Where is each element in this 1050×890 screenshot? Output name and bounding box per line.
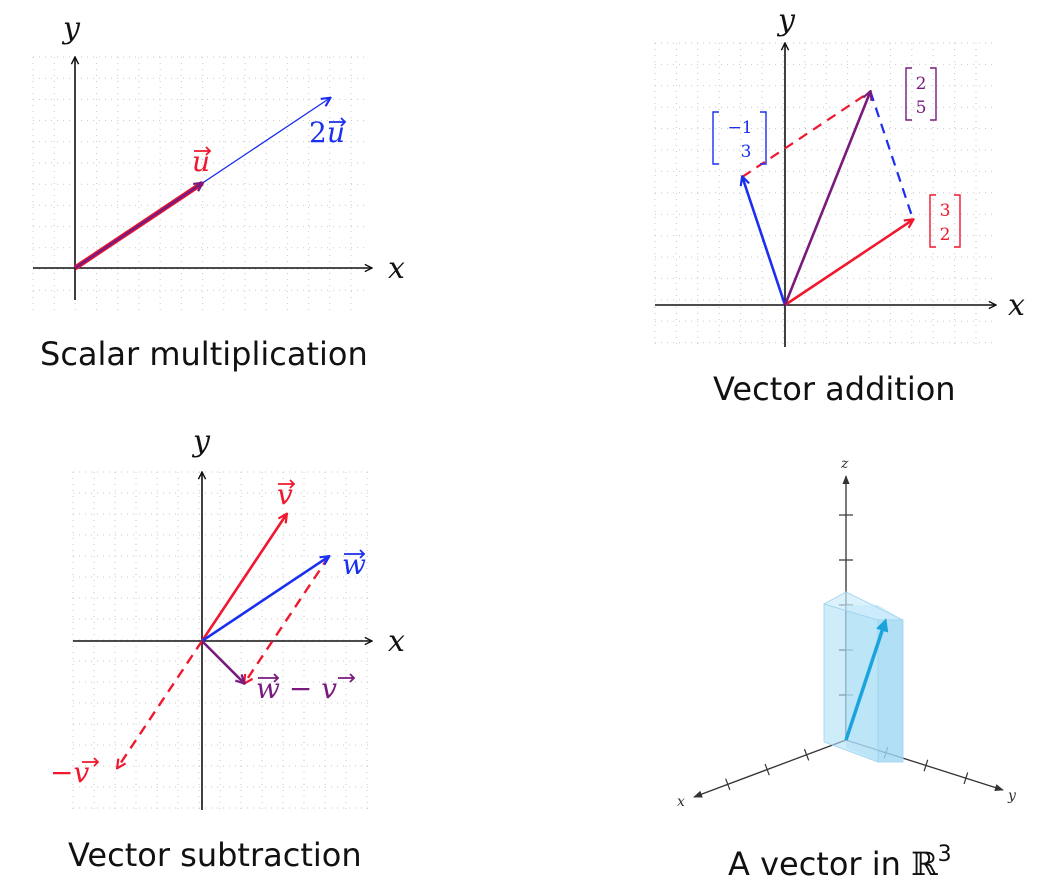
axis-tick [725,778,731,791]
x-axis-3d [693,739,847,798]
arrow-accent-v [278,479,296,489]
arrow-accent-negative-v [82,757,100,767]
vector-v [200,514,287,642]
axis-tick [764,763,770,776]
y-axis-label-addition: y [776,3,796,38]
bracket-left [929,194,936,248]
vector-minus1-3 [742,177,787,306]
vector-w [201,556,329,643]
vector-subtraction-panel: x y v w −v w − v Vector subtraction [50,424,405,874]
bracket-left [905,67,912,121]
box-side-face [877,619,904,763]
label-negative-v: −v [50,756,100,789]
matrix-top: 3 [940,201,951,221]
label-2u-prefix: 2 [309,116,327,149]
label-v: v [277,478,296,511]
arrow-accent-2u [329,117,347,127]
box-front-face [823,603,879,763]
axis-tick [803,748,810,761]
arrow-accent-u [194,146,212,156]
label-u: u [192,145,212,178]
axis-tick [963,772,969,785]
bracket-right [954,194,961,248]
vector-sum-2-5 [783,92,870,306]
label-v-text: v [277,478,293,511]
vector-addition-panel: x y −1 3 2 5 3 2 Vector addition [654,3,1025,408]
x-axis-label-addition: x [1008,288,1025,323]
matrix-bottom: 3 [741,142,752,162]
arrow-accent-w [258,673,280,683]
matrix-bottom: 5 [916,98,927,118]
label-negative-v-text: −v [50,756,89,789]
y-axis-label-3d: y [1007,788,1017,804]
matrix-top: 2 [916,74,927,94]
z-axis-label-3d: z [840,456,849,472]
label-w-minus-v: w − v [256,672,356,705]
y-axis-label-scalar: y [61,11,81,46]
vector-w-minus-v [201,640,244,683]
matrix-label-minus1-3: −1 3 [712,111,767,165]
arrow-accent-w [344,549,366,559]
scalar-multiplication-panel: x y u 2 u Scalar multiplication [32,11,405,373]
vector-negative-v [117,640,203,768]
r3-vector-panel: z x y A vector in ℝ3 [677,456,1017,883]
caption-r3: A vector in ℝ3 [728,842,952,883]
label-u-text: u [192,145,210,178]
grid-addition [654,42,996,347]
x-axis-label-scalar: x [388,251,405,286]
matrix-label-3-2: 3 2 [929,194,961,248]
caption-r3-exponent: 3 [938,842,952,867]
label-w-minus-v-text: w − v [256,672,337,705]
vector-u [74,183,203,270]
label-2u-text: u [327,116,345,149]
label-2u: 2 u [309,116,347,149]
y-axis-label-subtraction: y [191,424,211,459]
caption-scalar: Scalar multiplication [40,335,368,373]
dashed-translate-red [741,90,872,178]
bracket-right [760,111,767,165]
caption-addition: Vector addition [713,370,956,408]
matrix-label-2-5: 2 5 [905,67,937,121]
dashed-translate-negative-v [244,555,330,683]
matrix-top: −1 [727,118,752,138]
bracket-left [712,111,719,165]
caption-subtraction: Vector subtraction [68,836,362,874]
matrix-bottom: 2 [940,225,951,245]
caption-r3-prefix: A vector in [728,845,911,883]
axis-tick [923,759,929,772]
label-w: w [342,548,366,581]
translucent-box [822,591,904,763]
vector-3d [844,618,889,741]
dashed-translate-blue [869,91,915,220]
vector-3-2 [784,220,913,307]
arrow-accent-v [338,673,356,683]
x-axis-label-3d: x [677,794,685,810]
caption-r3-set: ℝ [911,845,938,883]
x-axis-label-subtraction: x [388,624,405,659]
bracket-right [930,67,937,121]
